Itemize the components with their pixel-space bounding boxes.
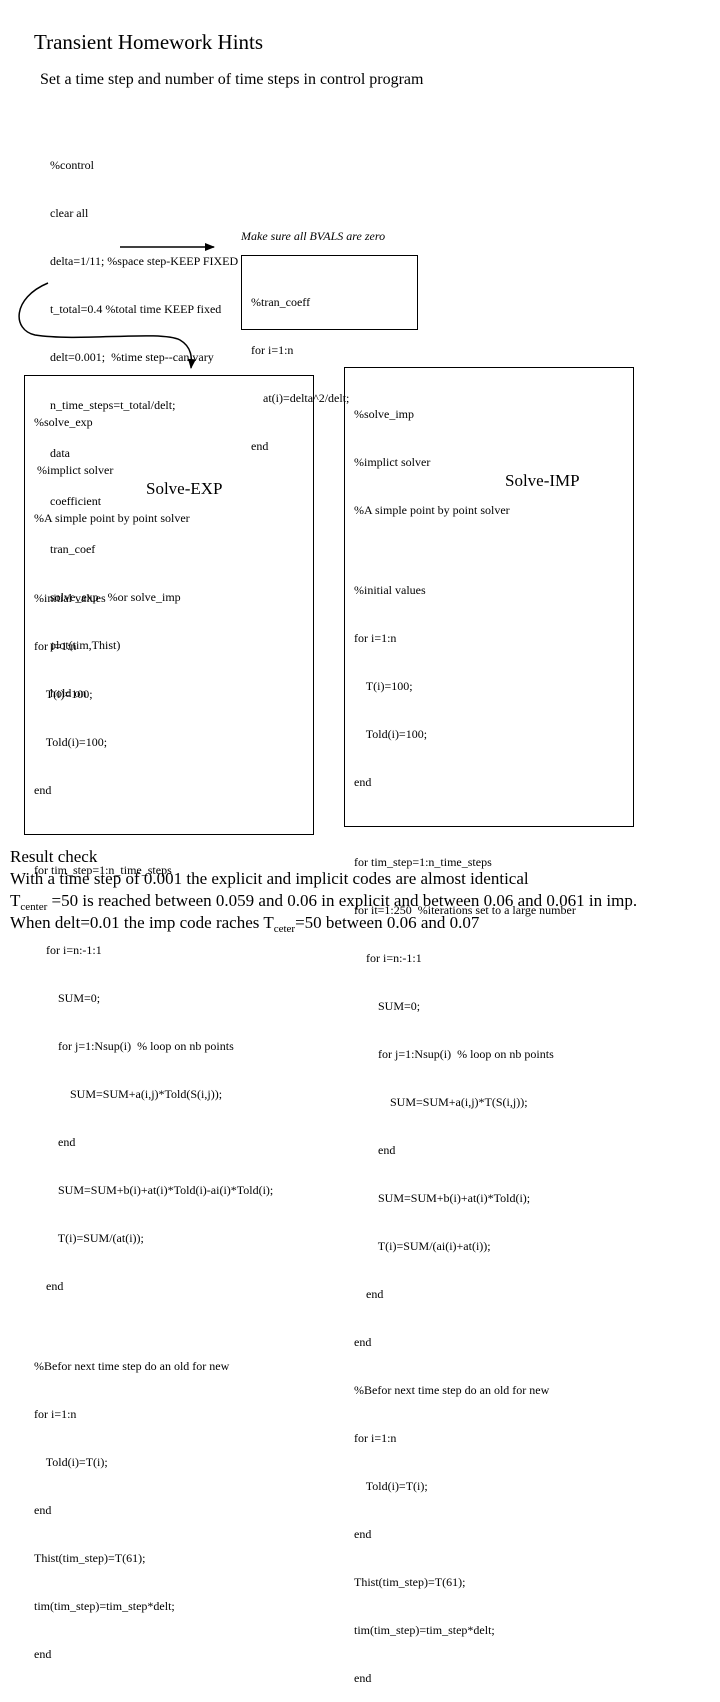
- code-line: end: [354, 1143, 396, 1157]
- code-line: delt=0.001; %time step--can vary: [50, 350, 214, 364]
- code-line: clear all: [50, 206, 89, 220]
- code-line: Told(i)=100;: [354, 727, 428, 741]
- solve-imp-label: Solve-IMP: [505, 471, 580, 490]
- code-line: Told(i)=100;: [34, 735, 108, 749]
- code-line: for it=1:250 %iterations set to a large …: [354, 903, 576, 917]
- code-line: n_time_steps=t_total/delt;: [50, 398, 176, 412]
- code-line: SUM=SUM+a(i,j)*Told(S(i,j));: [34, 1087, 223, 1101]
- t-subscript: center: [20, 901, 48, 913]
- code-line: solve_exp %or solve_imp: [50, 590, 181, 604]
- code-line: end: [34, 1647, 52, 1661]
- connector-arrows: [18, 243, 215, 369]
- code-line: %initial values: [34, 591, 106, 605]
- code-line: plot(tim,Thist): [50, 638, 121, 652]
- code-line: T(i)=100;: [354, 679, 413, 693]
- code-line: coefficient: [50, 494, 102, 508]
- solve-exp-box: %solve_exp %implict solver %A simple poi…: [24, 375, 314, 1661]
- code-line: %initial values: [354, 583, 426, 597]
- result-line-3-text: When delt=0.01 the imp code raches T: [10, 913, 274, 932]
- page-title: Transient Homework Hints: [34, 30, 264, 54]
- code-line: Thist(tim_step)=T(61);: [354, 1575, 466, 1589]
- code-line: for j=1:Nsup(i) % loop on nb points: [34, 1039, 234, 1053]
- code-line: end: [354, 1287, 384, 1301]
- result-check: Result check With a time step of 0.001 t…: [10, 846, 638, 935]
- code-line: for i=1:n: [34, 1407, 77, 1421]
- code-line: t_total=0.4 %total time KEEP fixed: [50, 302, 222, 316]
- code-line: end: [251, 439, 269, 453]
- code-line: %solve_exp: [34, 415, 93, 429]
- code-line: T(i)=SUM/(ai(i)+at(i));: [354, 1239, 491, 1253]
- code-line: for i=1:n: [251, 343, 294, 357]
- code-line: %Befor next time step do an old for new: [34, 1359, 230, 1373]
- tran-coeff-box: %tran_coeff for i=1:n at(i)=delta^2/delt…: [241, 255, 418, 453]
- code-line: end: [34, 1135, 76, 1149]
- code-line: end: [34, 783, 52, 797]
- code-line: for j=1:Nsup(i) % loop on nb points: [354, 1047, 554, 1061]
- code-line: end: [354, 1671, 372, 1685]
- code-line: for i=1:n: [354, 1431, 397, 1445]
- code-line: %A simple point by point solver: [34, 511, 190, 525]
- code-line: delta=1/11; %space step-KEEP FIXED: [50, 254, 239, 268]
- code-line: Told(i)=T(i);: [34, 1455, 108, 1469]
- code-line: for i=n:-1:1: [354, 951, 422, 965]
- code-line: %implict solver: [34, 463, 114, 477]
- code-line: end: [354, 1335, 372, 1349]
- control-code-block: %control clear all delta=1/11; %space st…: [50, 125, 238, 717]
- solve-exp-label: Solve-EXP: [146, 479, 223, 498]
- code-line: for tim_step=1:n_time_steps: [354, 855, 492, 869]
- code-line: for i=n:-1:1: [34, 943, 102, 957]
- result-line-2: Tcenter =50 is reached between 0.059 and…: [10, 890, 638, 913]
- code-line: data: [50, 446, 70, 460]
- code-line: T(i)=SUM/(at(i));: [34, 1231, 144, 1245]
- code-line: end: [354, 1527, 372, 1541]
- t-symbol: T: [10, 891, 21, 910]
- code-line: Thist(tim_step)=T(61);: [34, 1551, 146, 1565]
- result-line-2-text: =50 is reached between 0.059 and 0.06 in…: [47, 891, 638, 910]
- code-line: %tran_coeff: [251, 295, 311, 309]
- code-line: %implict solver: [354, 455, 431, 469]
- code-line: Told(i)=T(i);: [354, 1479, 428, 1493]
- code-line: tim(tim_step)=tim_step*delt;: [34, 1599, 175, 1613]
- page-subtitle: Set a time step and number of time steps…: [40, 71, 424, 88]
- code-line: for i=1:n: [354, 631, 397, 645]
- code-line: end: [34, 1279, 64, 1293]
- code-line: end: [354, 775, 372, 789]
- code-line: for tim_step=1:n_time_steps: [34, 863, 172, 877]
- bvals-note: Make sure all BVALS are zero: [241, 229, 386, 243]
- t-subscript: ceter: [273, 923, 296, 935]
- code-line: for i=1:n: [34, 639, 77, 653]
- code-line: at(i)=delta^2/delt;: [251, 391, 350, 405]
- result-line-3: When delt=0.01 the imp code raches Tcete…: [10, 912, 637, 935]
- code-line: tim(tim_step)=tim_step*delt;: [354, 1623, 495, 1637]
- result-line-1: With a time step of 0.001 the explicit a…: [10, 869, 529, 888]
- code-line: SUM=SUM+b(i)+at(i)*Told(i)-ai(i)*Told(i)…: [34, 1183, 274, 1197]
- code-line: %control: [50, 158, 94, 172]
- code-line: SUM=0;: [34, 991, 101, 1005]
- solve-exp-arrow: [18, 282, 196, 369]
- code-line: %solve_imp: [354, 407, 414, 421]
- code-line: end: [34, 1503, 52, 1517]
- code-line: %Befor next time step do an old for new: [354, 1383, 550, 1397]
- code-line: T(i)=100;: [34, 687, 93, 701]
- result-line-3-tail: =50 between 0.06 and 0.07: [295, 913, 480, 932]
- solve-imp-box: %solve_imp %implict solver %A simple poi…: [344, 367, 634, 1685]
- code-line: SUM=SUM+a(i,j)*T(S(i,j));: [354, 1095, 528, 1109]
- result-heading: Result check: [10, 847, 98, 866]
- code-line: SUM=0;: [354, 999, 421, 1013]
- code-line: SUM=SUM+b(i)+at(i)*Told(i);: [354, 1191, 531, 1205]
- code-line: %A simple point by point solver: [354, 503, 510, 517]
- code-line: tran_coef: [50, 542, 96, 556]
- code-line: hold on: [50, 686, 87, 700]
